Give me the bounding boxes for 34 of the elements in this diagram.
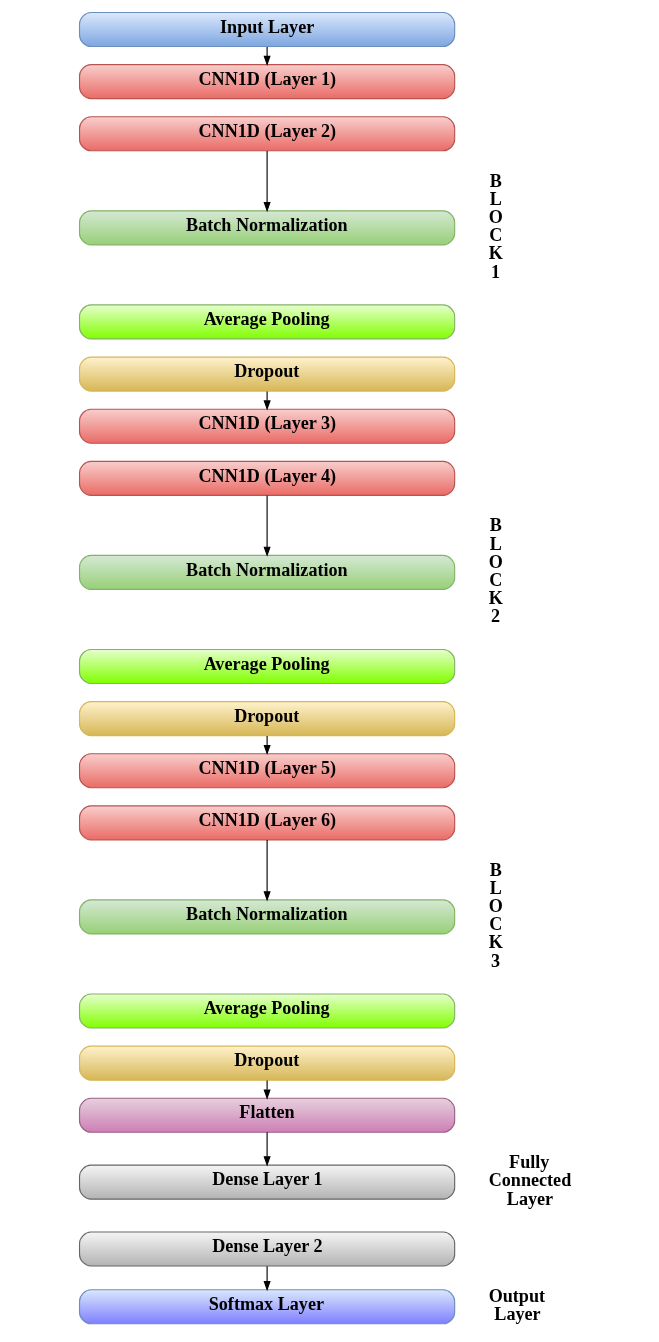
arrow: [263, 150, 271, 213]
node-box: CNN1D (Layer 4): [78, 460, 455, 496]
label: B L O C K 3: [488, 859, 503, 971]
node-box: Batch Normalization: [78, 899, 455, 935]
node-box: Average Pooling: [78, 993, 455, 1029]
node-box: Softmax Layer: [78, 1289, 455, 1325]
node-box: CNN1D (Layer 6): [78, 805, 455, 841]
arrow: [263, 390, 271, 411]
node-box: Dense Layer 2: [78, 1231, 455, 1267]
label: Fully Connected Layer: [488, 1152, 571, 1209]
node-box: Batch Normalization: [78, 554, 455, 590]
node-box: Dropout: [78, 1045, 455, 1081]
arrow: [263, 839, 271, 902]
arrow: [263, 494, 271, 557]
label: Output Layer: [488, 1286, 545, 1325]
node-box: CNN1D (Layer 1): [78, 64, 455, 100]
node-box: Average Pooling: [78, 304, 455, 340]
arrow: [263, 46, 271, 67]
arrow: [263, 1131, 271, 1167]
label: B L O C K 2: [488, 515, 503, 627]
arrow: [263, 735, 271, 756]
node-box: CNN1D (Layer 5): [78, 753, 455, 789]
node-box: CNN1D (Layer 3): [78, 408, 455, 444]
label: B L O C K 1: [488, 170, 503, 282]
node-box: Input Layer: [78, 11, 455, 48]
arrow: [263, 1080, 271, 1100]
node-box: CNN1D (Layer 2): [78, 116, 455, 152]
node-box: Flatten: [78, 1097, 455, 1133]
node-box: Dropout: [78, 701, 455, 737]
arrow: [263, 1265, 271, 1292]
node-box: Average Pooling: [78, 648, 455, 685]
node-box: Dropout: [78, 356, 455, 392]
node-box: Dense Layer 1: [78, 1164, 455, 1200]
node-box: Batch Normalization: [78, 210, 455, 246]
